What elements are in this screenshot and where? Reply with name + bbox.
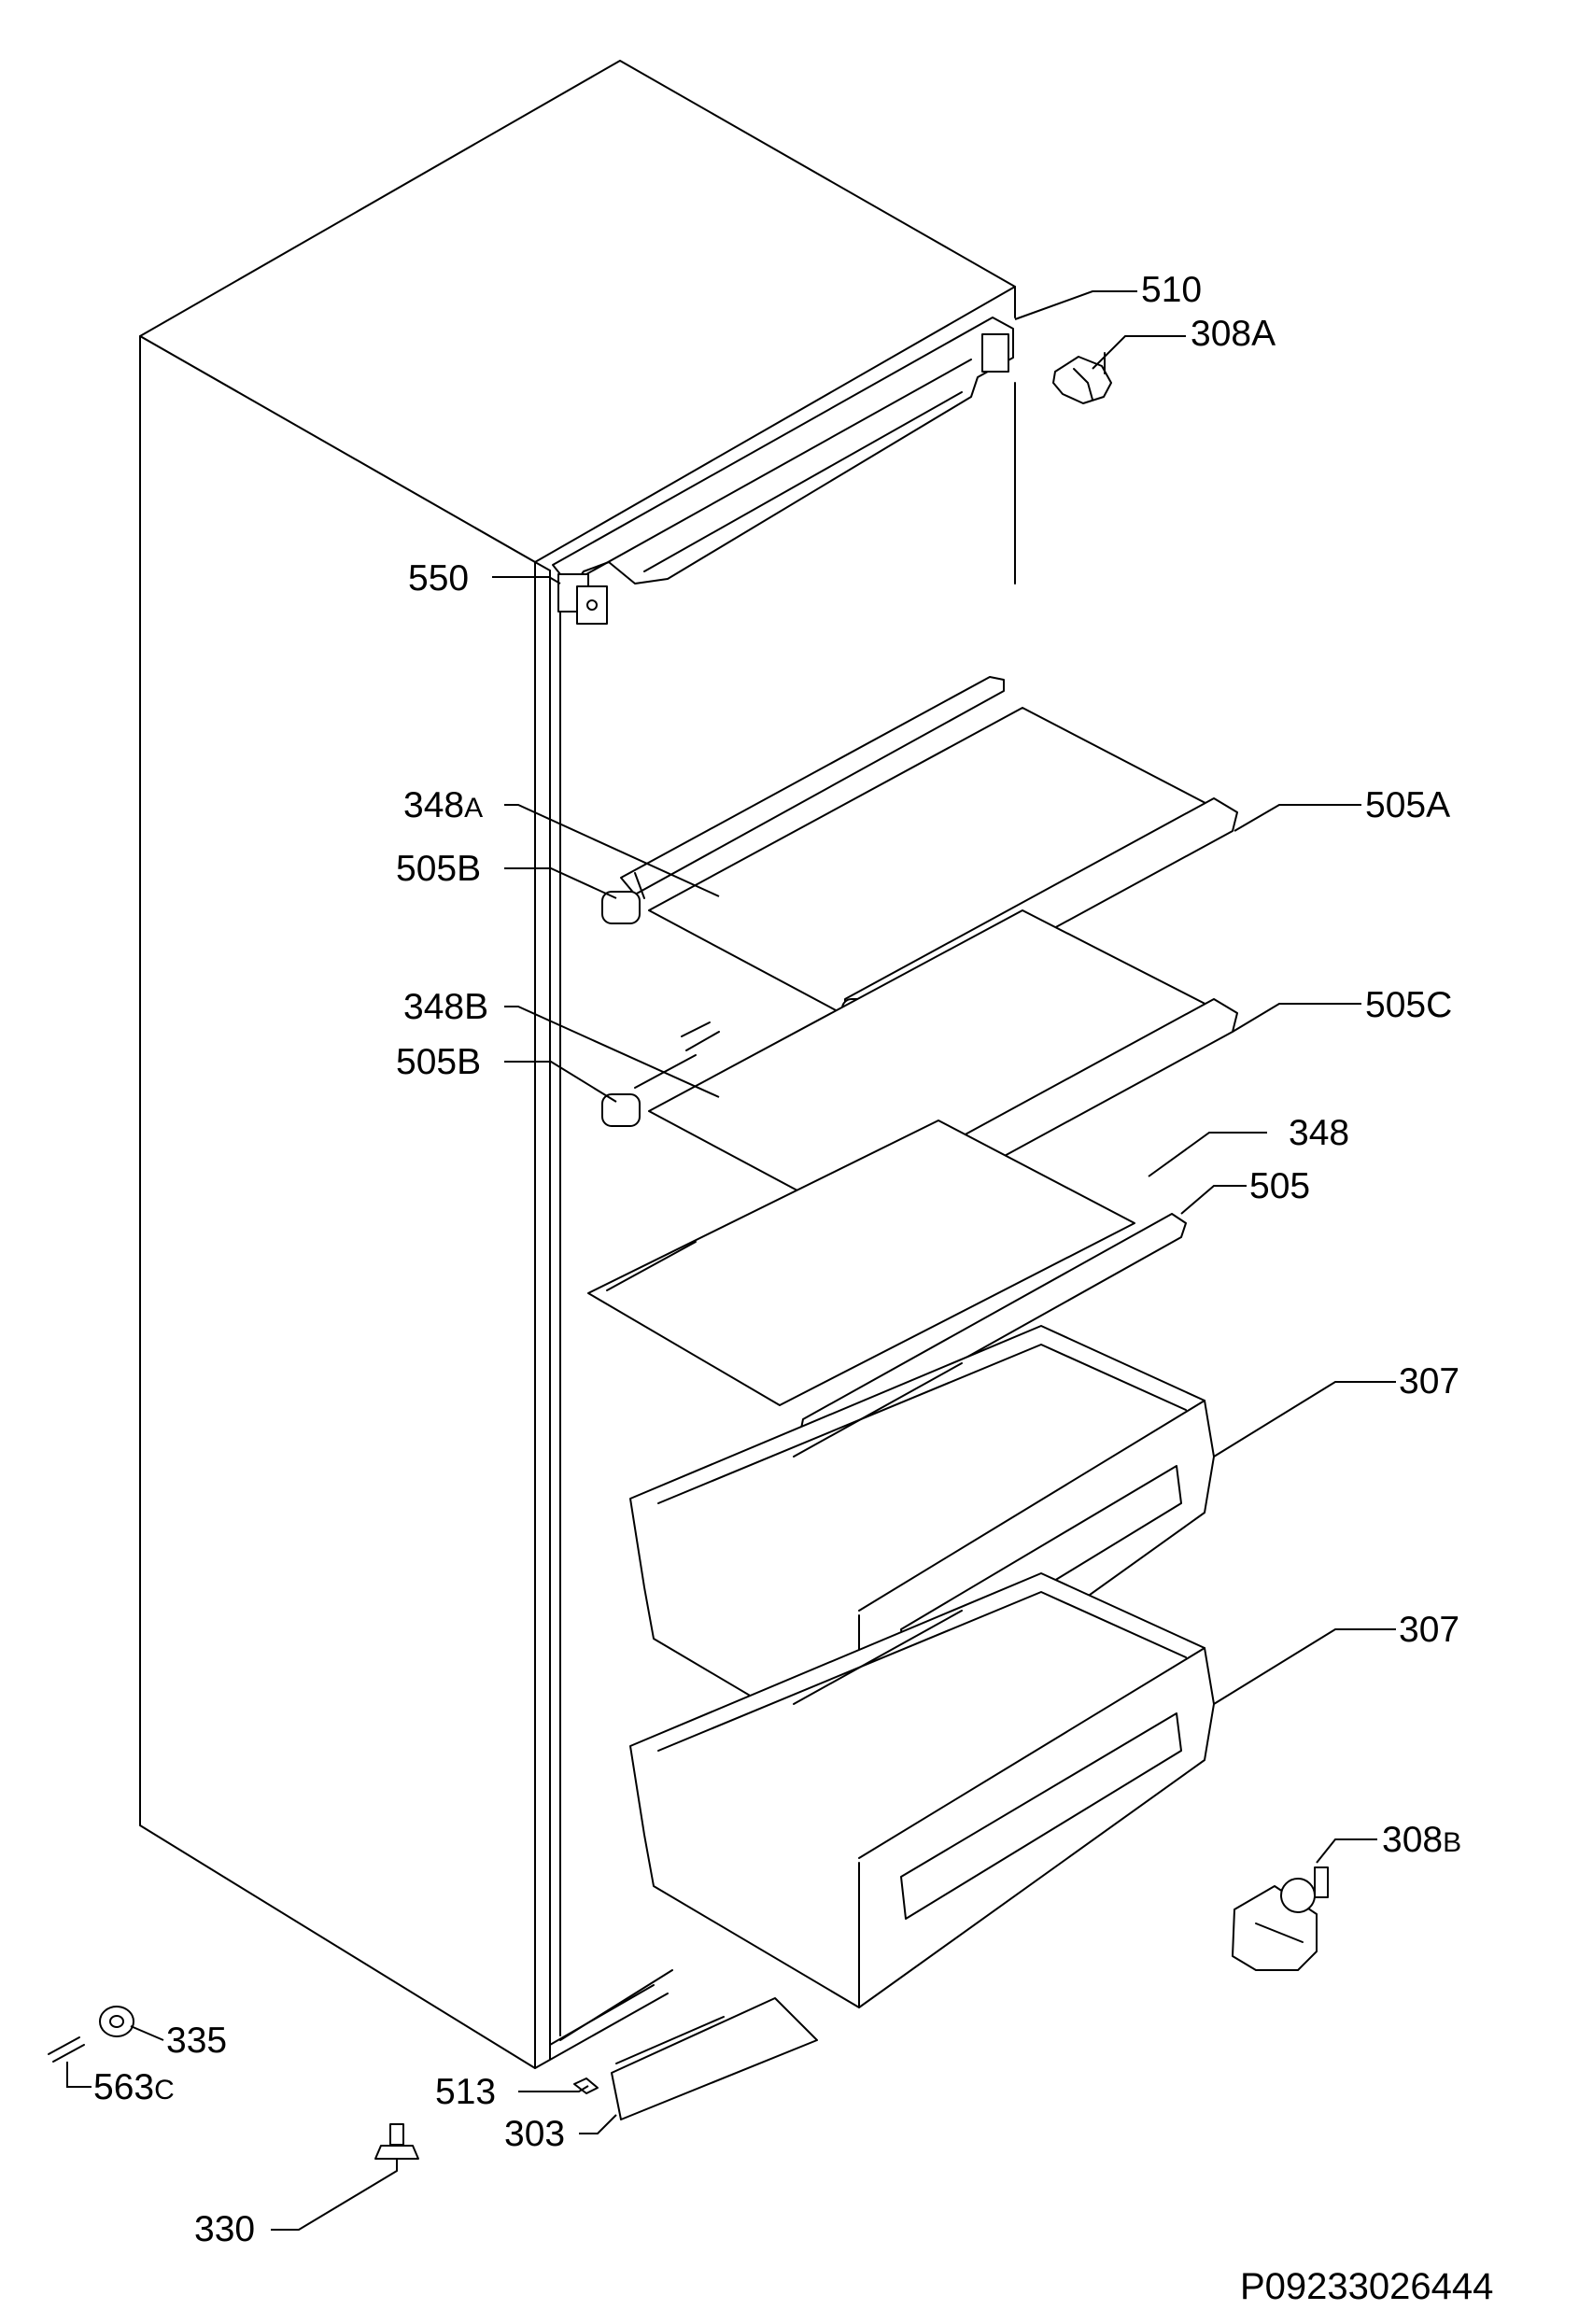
part-labels: 510 308A 550 348A 505A 505B 348B 505C 50…	[93, 270, 1461, 2249]
label-505: 505	[1249, 1166, 1310, 1206]
label-348a: 348A	[403, 785, 483, 825]
crisper-drawer-lower	[629, 1572, 1215, 2008]
label-505b-upper: 505B	[396, 849, 481, 889]
label-505c: 505C	[1365, 985, 1452, 1025]
label-505b-lower: 505B	[396, 1042, 481, 1082]
label-308b: 308B	[1382, 1820, 1461, 1860]
label-348b: 348B	[403, 987, 488, 1027]
cabinet	[139, 60, 1016, 2069]
label-563c: 563C	[93, 2067, 175, 2107]
label-330: 330	[194, 2209, 255, 2249]
label-335: 335	[166, 2021, 227, 2061]
foot-and-pin	[48, 2006, 134, 2063]
label-307-upper: 307	[1399, 1361, 1459, 1401]
label-550: 550	[408, 558, 469, 599]
label-308a: 308A	[1191, 314, 1276, 354]
kickplate	[573, 1997, 818, 2120]
label-303: 303	[504, 2114, 565, 2154]
label-348: 348	[1289, 1113, 1349, 1153]
label-513: 513	[435, 2072, 496, 2112]
bottom-hinge	[1232, 1866, 1329, 1971]
drawing-code: P09233026444	[1240, 2266, 1493, 2307]
label-510: 510	[1141, 270, 1202, 310]
top-hinge	[1052, 352, 1112, 404]
top-control-panel	[552, 317, 1014, 625]
screw	[374, 2123, 419, 2172]
glass-plate-348	[587, 1120, 1135, 1406]
label-505a: 505A	[1365, 785, 1450, 825]
leader-lines	[66, 290, 1396, 2231]
label-307-lower: 307	[1399, 1610, 1459, 1650]
